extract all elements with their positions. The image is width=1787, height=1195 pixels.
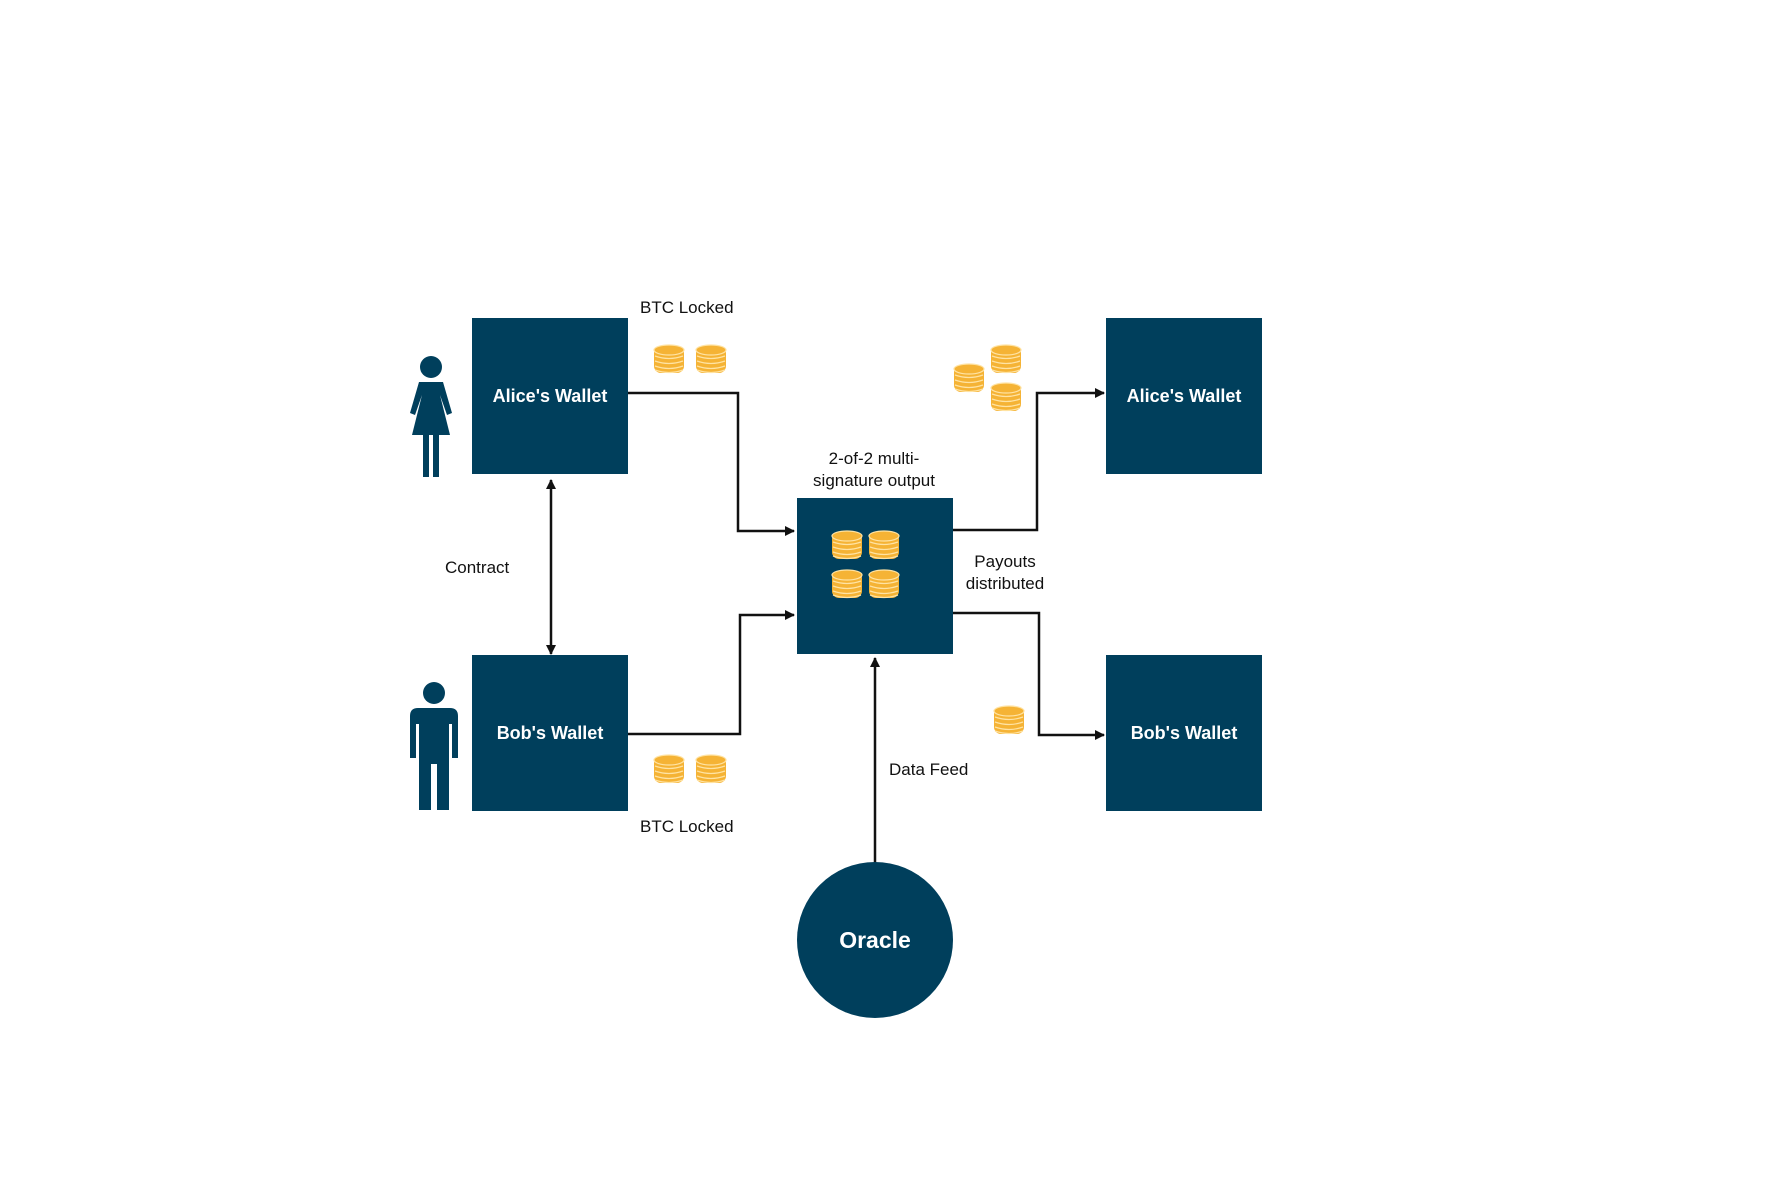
multisig-caption-line1: 2-of-2 multi- (828, 449, 920, 468)
multisig-caption: 2-of-2 multi- signature output (813, 448, 935, 492)
arrow-multisig-to-alice (953, 388, 1105, 532)
alice-wallet-payout-label: Alice's Wallet (1126, 385, 1242, 406)
coin-stack-icon-top-2 (695, 344, 727, 374)
data-feed-label: Data Feed (889, 760, 969, 779)
payouts-caption: Payouts distributed (966, 551, 1044, 595)
bob-wallet-payout: Bob's Wallet (1106, 655, 1262, 811)
coin-stack-icon-bob-payout-1 (993, 705, 1025, 735)
oracle-label: Oracle (839, 926, 911, 953)
coin-stack-icon-multisig-1 (831, 530, 863, 560)
coin-stack-icon-bottom-2 (695, 754, 727, 784)
coin-stack-icon-multisig-3 (831, 569, 863, 599)
coin-stack-icon-top-1 (653, 344, 685, 374)
coin-stack-icon-bottom-1 (653, 754, 685, 784)
bob-wallet-source-label: Bob's Wallet (496, 722, 604, 743)
bob-wallet-source: Bob's Wallet (472, 655, 628, 811)
multisig-caption-line2: signature output (813, 471, 935, 490)
payouts-caption-line2: distributed (965, 574, 1045, 593)
contract-label: Contract (445, 558, 510, 577)
coin-stack-icon-alice-payout-2 (990, 344, 1022, 374)
coin-stack-icon-alice-payout-3 (990, 382, 1022, 412)
arrow-alice-to-multisig (628, 391, 795, 536)
coin-stack-icon-multisig-2 (868, 530, 900, 560)
coin-stack-icon-alice-payout-1 (953, 363, 985, 393)
alice-wallet-payout: Alice's Wallet (1106, 318, 1262, 474)
oracle-node: Oracle (797, 862, 953, 1018)
btc-locked-bottom-label: BTC Locked (640, 817, 734, 836)
bob-wallet-payout-label: Bob's Wallet (1130, 722, 1238, 743)
alice-wallet-source: Alice's Wallet (472, 318, 628, 474)
man-icon (410, 682, 458, 810)
alice-wallet-source-label: Alice's Wallet (492, 385, 608, 406)
payouts-caption-line1: Payouts (974, 552, 1036, 571)
coin-stack-icon-multisig-4 (868, 569, 900, 599)
arrow-bob-to-multisig (628, 610, 795, 736)
arrow-multisig-to-bob (953, 611, 1105, 740)
woman-icon (410, 356, 452, 477)
btc-locked-top-label: BTC Locked (640, 298, 734, 317)
